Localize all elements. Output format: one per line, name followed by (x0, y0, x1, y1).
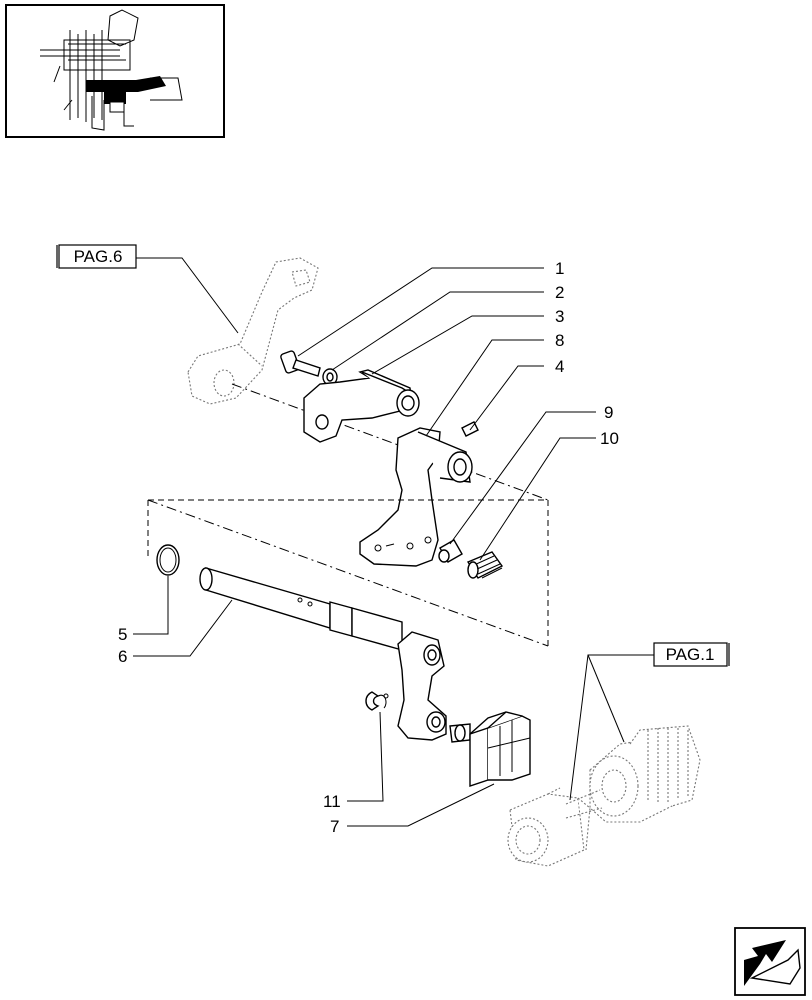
page-reference-pag6[interactable]: PAG.6 (56, 244, 137, 269)
part-11-circlip (365, 691, 389, 711)
page-reference-pag1[interactable]: PAG.1 (653, 642, 730, 667)
callout-2: 2 (555, 283, 564, 302)
callout-7: 7 (330, 817, 339, 836)
part-1-bolt (280, 350, 321, 377)
part-4-pin (461, 421, 479, 437)
callout-leaders (133, 267, 596, 827)
pag6-label: PAG.6 (74, 247, 123, 266)
callout-3: 3 (555, 307, 564, 326)
callout-10: 10 (600, 429, 619, 448)
callout-9: 9 (604, 403, 613, 422)
part-9-plunger (438, 539, 463, 563)
callout-11: 11 (323, 792, 341, 811)
callout-6: 6 (118, 647, 127, 666)
callout-numbers: 1 2 3 8 4 9 10 5 6 11 7 (118, 259, 619, 836)
callout-5: 5 (118, 625, 127, 644)
assembly-location-thumbnail[interactable] (5, 4, 225, 138)
part-8-bracket (359, 427, 473, 567)
part-7-slider-block (469, 711, 531, 787)
ghost-bracket (187, 257, 319, 405)
part-10-spring (466, 551, 504, 579)
part-6-shaft (199, 567, 471, 743)
callout-1: 1 (555, 259, 564, 278)
callout-8: 8 (555, 331, 564, 350)
pag1-label: PAG.1 (666, 645, 715, 664)
callout-4: 4 (555, 357, 564, 376)
part-5-o-ring (156, 544, 180, 576)
part-3-lever (303, 369, 420, 443)
next-page-arrow-icon[interactable] (734, 927, 806, 996)
ghost-clutch-assembly (507, 725, 701, 867)
